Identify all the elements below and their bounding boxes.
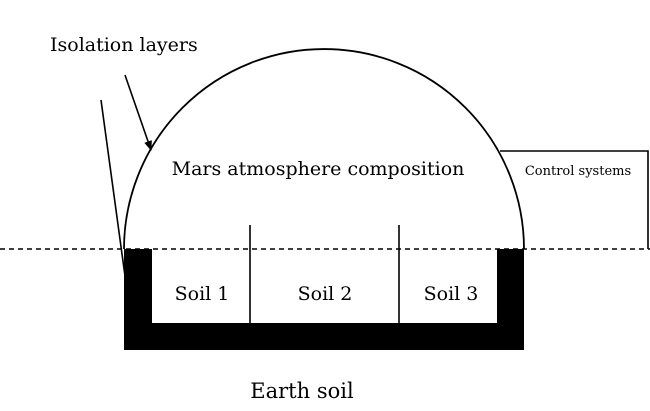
- container-bottom-wall: [124, 323, 524, 350]
- soil-3-label: Soil 3: [424, 283, 479, 305]
- dome-outline: [123, 48, 525, 250]
- atmosphere-label: Mars atmosphere composition: [172, 158, 465, 180]
- isolation-pointer-line: [100, 99, 126, 277]
- isolation-arrow: [124, 74, 152, 151]
- isolation-layers-label: Isolation layers: [50, 34, 198, 56]
- earth-soil-label: Earth soil: [250, 379, 354, 403]
- soil-1-label: Soil 1: [175, 283, 230, 305]
- soil-2-label: Soil 2: [298, 283, 353, 305]
- control-systems-label: Control systems: [525, 164, 631, 179]
- control-systems-box: [500, 150, 649, 249]
